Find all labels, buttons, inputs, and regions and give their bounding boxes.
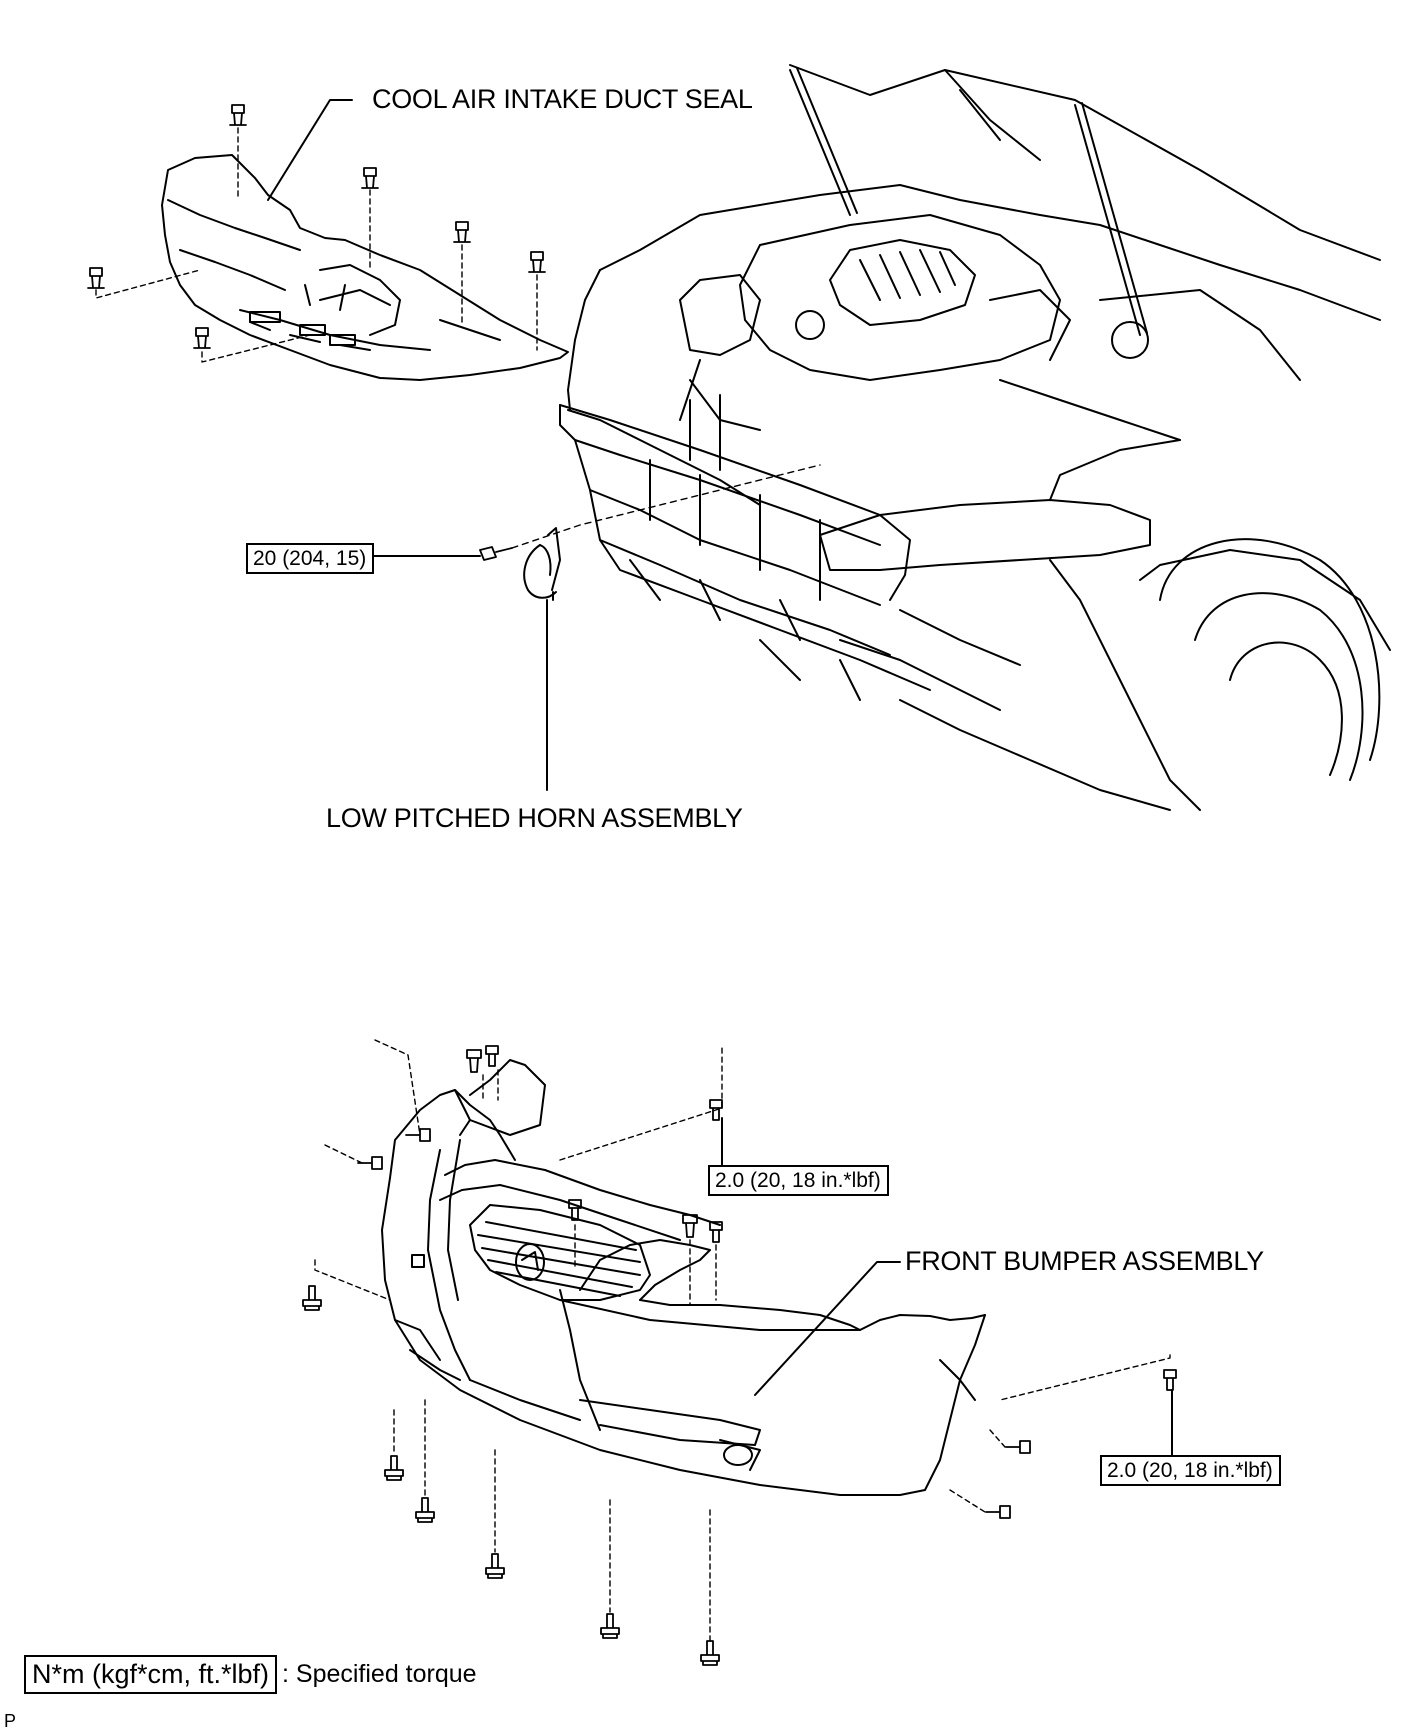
bumper-fasteners [302,1045,1177,1666]
clip-fasteners-top [87,104,546,349]
leader-line-duct-seal [267,99,353,201]
corner-mark: P [4,1711,17,1731]
horn-bolt-dashed-leader [511,464,821,549]
front-bumper-assembly-label: FRONT BUMPER ASSEMBLY [905,1246,1264,1276]
horn-bolt-torque-box: 20 (204, 15) [246,543,375,574]
cool-air-intake-duct-seal-label: COOL AIR INTAKE DUCT SEAL [372,84,753,114]
cool-air-intake-duct-seal-drawing [161,154,569,381]
torque-legend-text: : Specified torque [282,1660,477,1688]
low-pitched-horn-drawing [523,527,561,601]
torque-unit-legend-box: N*m (kgf*cm, ft.*lbf) [24,1655,278,1694]
leader-line-bumper [754,1261,901,1396]
vehicle-front-drawing [559,64,1391,811]
bumper-side-torque-box: 2.0 (20, 18 in.*lbf) [1100,1455,1281,1486]
bumper-dashed-leaders [314,1039,1171,1641]
bumper-top-torque-box: 2.0 (20, 18 in.*lbf) [708,1165,889,1196]
front-bumper-assembly-drawing [381,1059,986,1496]
clip-dashed-leaders-top [95,127,538,363]
horn-bolt [479,546,513,561]
low-pitched-horn-assembly-label: LOW PITCHED HORN ASSEMBLY [326,803,743,833]
